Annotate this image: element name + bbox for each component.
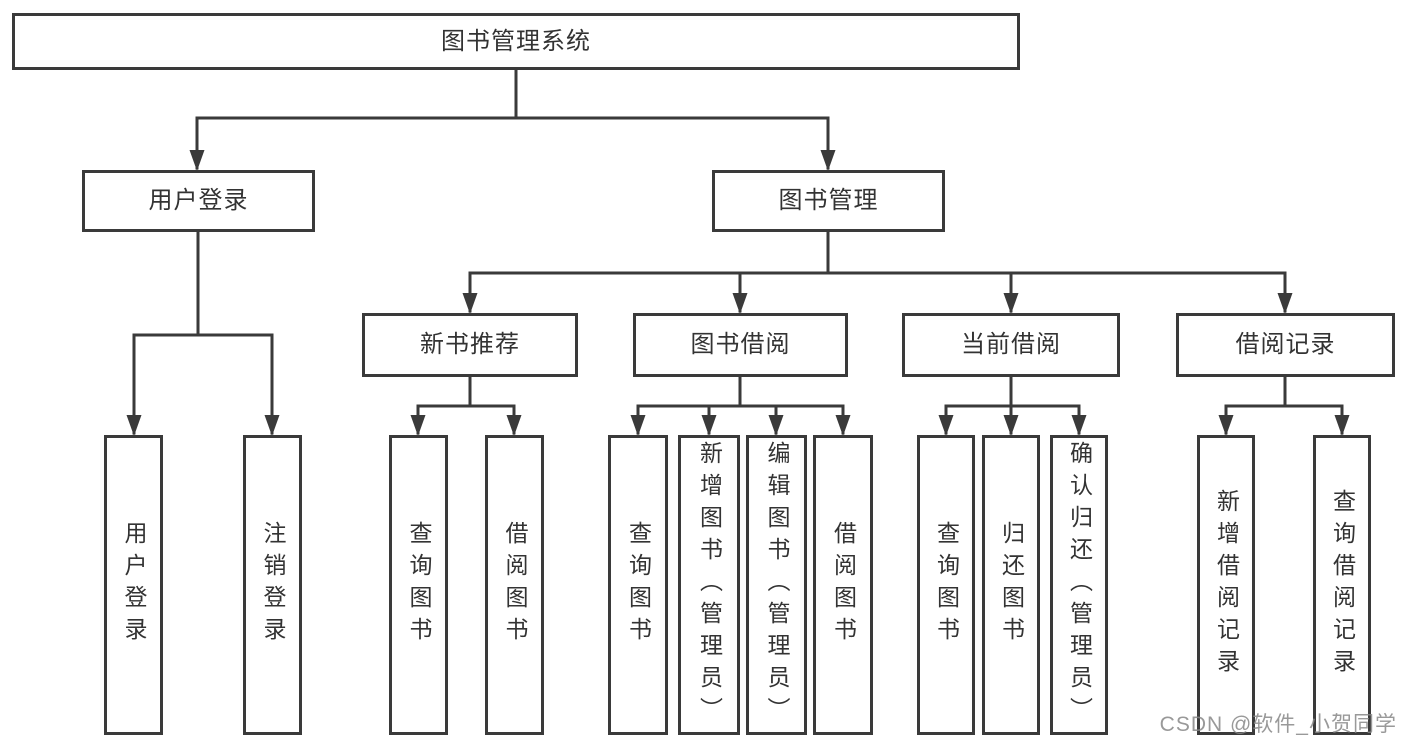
leaf-query-books-recommend: 查询图书	[389, 435, 448, 735]
node-new-book-recommendation: 新书推荐	[362, 313, 578, 377]
leaf-add-book-admin: 新增图书（管理员）	[678, 435, 740, 735]
node-book-borrowing: 图书借阅	[633, 313, 848, 377]
leaf-return-books: 归还图书	[982, 435, 1040, 735]
node-book-management: 图书管理	[712, 170, 945, 232]
leaf-logout: 注销登录	[243, 435, 302, 735]
leaf-confirm-return-admin: 确认归还（管理员）	[1050, 435, 1108, 735]
leaf-edit-book-admin: 编辑图书（管理员）	[746, 435, 807, 735]
leaf-user-login: 用户登录	[104, 435, 163, 735]
csdn-watermark: CSDN @软件_小贺同学	[1159, 713, 1397, 736]
leaf-add-borrow-record: 新增借阅记录	[1197, 435, 1255, 735]
leaf-query-books-borrowing: 查询图书	[608, 435, 668, 735]
node-current-borrowing: 当前借阅	[902, 313, 1120, 377]
leaf-query-books-current: 查询图书	[917, 435, 975, 735]
node-user-login: 用户登录	[82, 170, 315, 232]
node-borrowing-records: 借阅记录	[1176, 313, 1395, 377]
node-root-library-management-system: 图书管理系统	[12, 13, 1020, 70]
leaf-borrow-books-recommend: 借阅图书	[485, 435, 544, 735]
leaf-borrow-books: 借阅图书	[813, 435, 873, 735]
leaf-query-borrow-record: 查询借阅记录	[1313, 435, 1371, 735]
